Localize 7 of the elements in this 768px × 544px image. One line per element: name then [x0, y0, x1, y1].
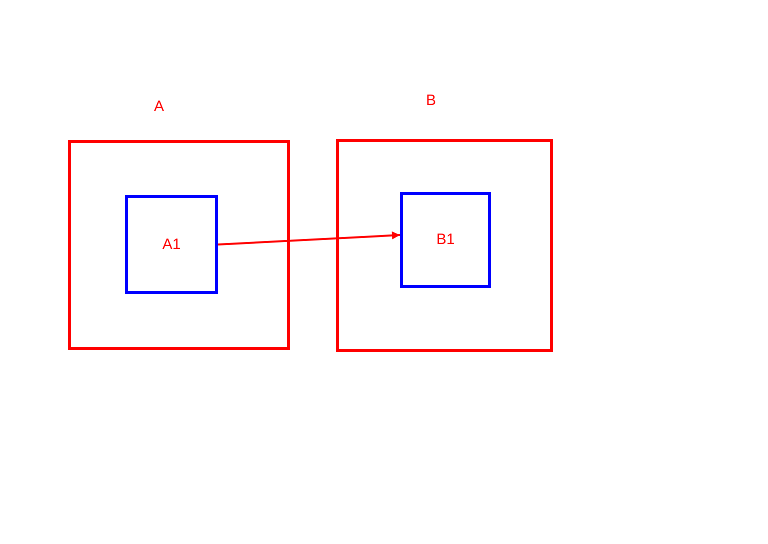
arrow — [218, 231, 400, 246]
container-label: B — [426, 92, 436, 110]
inner-box — [125, 195, 218, 294]
inner-box — [400, 192, 491, 288]
box-label: A1 — [162, 236, 181, 254]
container-label: A — [154, 98, 164, 116]
box-label: B1 — [436, 231, 455, 249]
